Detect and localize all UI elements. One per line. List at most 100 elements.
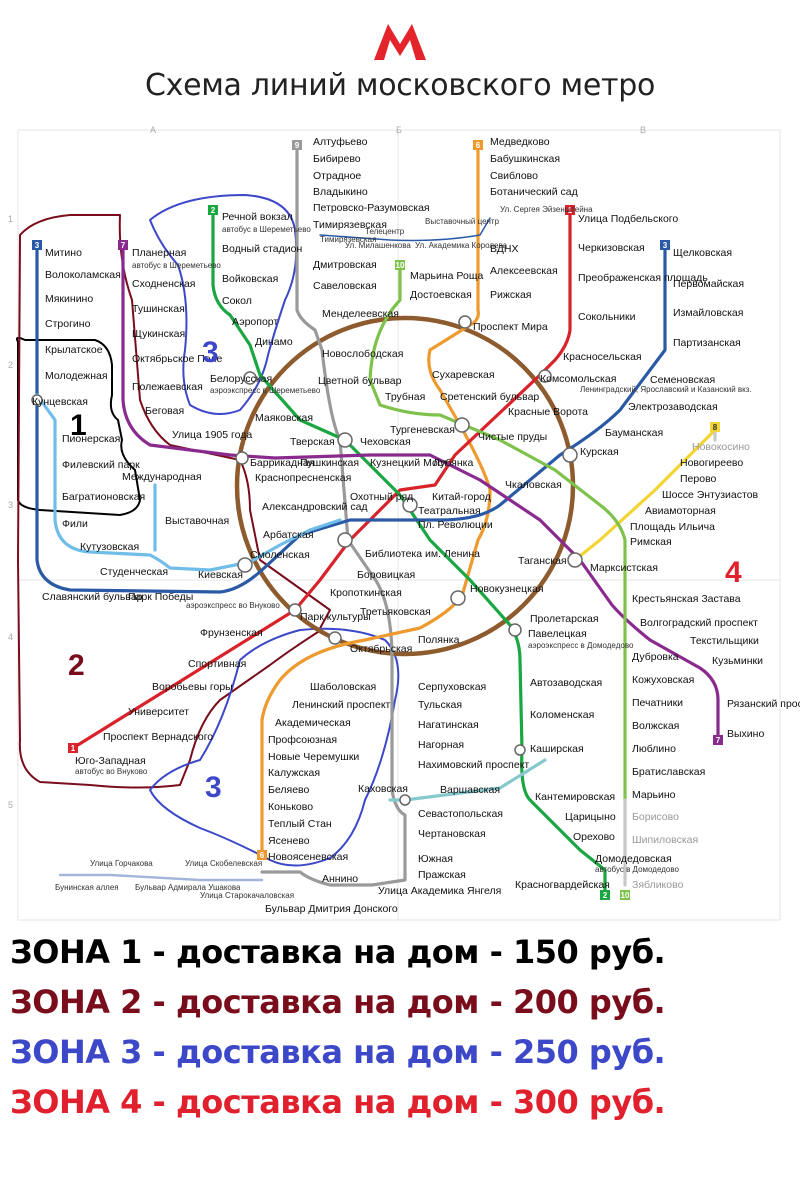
station-orekhovo: Орехово [573,831,615,843]
interchange-paveletskaya [508,623,522,637]
station-kuznetsky: Кузнецкий Мост [370,457,448,469]
station-studencheskaya: Студенческая [100,566,168,578]
station-kozhukhovskaya: Кожуховская [632,674,694,686]
station-bratislavskaya: Братиславская [632,766,705,778]
station-park-kultury: Парк культуры [300,611,371,623]
station-tretyakovskaya: Третьяковская [360,606,431,618]
price-zone-2: ЗОНА 2 - доставка на дом - 200 руб. [10,983,666,1021]
station-gorchakova: Улица Горчакова [90,859,153,868]
price-zone-4: ЗОНА 4 - доставка на дом - 300 руб. [10,1083,666,1121]
zone-3-label-north: 3 [202,336,219,369]
interchange-taganskaya [567,552,583,568]
line-badge-1: 1 [568,206,573,215]
station-kurskaya: Курская [580,446,619,458]
line-8-path [573,428,717,562]
station-lyublino: Люблино [632,743,676,755]
interchange-prospekt-mira [458,315,472,329]
station-arbatskaya: Арбатская [263,529,314,541]
station-krestyanskaya: Крестьянская Застава [632,593,741,605]
interchange-kurskaya [562,447,578,463]
line-badge-10b: 10 [621,891,630,900]
station-vernadskogo: Проспект Вернадского [103,731,213,743]
station-maryina-roshcha: Марьина Роща [410,270,483,282]
station-kropotkinskaya: Кропоткинская [330,587,402,599]
station-polyanka: Полянка [418,634,460,646]
zone-1-label: 1 [70,409,87,442]
station-domod-bus: автобус в Домодедово [595,865,680,874]
station-bibirevo: Бибирево [313,153,361,165]
metro-logo-icon [374,24,426,60]
station-ushakova: Бульвар Адмирала Ушакова [135,883,241,892]
station-krasnoselskaya: Красносельская [563,351,642,363]
station-aleksandrovsky: Александровский сад [262,501,368,513]
station-akademicheskaya: Академическая [275,717,351,729]
grid-label-4: 4 [8,632,13,642]
station-perovo: Перово [680,473,717,485]
station-mendeleevskaya: Менделеевская [322,308,399,320]
line-badge-3: 3 [35,241,40,250]
station-rizhskaya: Рижская [490,289,532,301]
station-tulskaya: Тульская [418,699,462,711]
station-mezhdunarodnaya: Международная [122,471,202,483]
station-trubnaya: Трубная [385,391,425,403]
station-planernaya: Планерная [132,247,186,259]
station-paveletskaya: Павелецкая [528,628,587,640]
station-zyablikovo: Зябликово [632,879,684,891]
station-aviamotornaya: Авиамоторная [645,505,716,517]
line-6-path [260,146,492,860]
line-badge-2b: 2 [603,891,608,900]
station-sokol: Сокол [222,295,252,307]
page-title: Схема линий московского метро [144,68,656,103]
station-prazhskaya: Пражская [418,869,466,881]
station-dmitriya-donskogo: Бульвар Дмитрия Донского [265,903,398,915]
station-yangelya: Улица Академика Янгеля [378,885,501,897]
station-dubrovka: Дубровка [632,651,679,663]
station-belorusskaya: Белорусская [210,373,272,385]
station-novoslobodskaya: Новослободская [322,348,403,360]
station-buninskaya: Бунинская аллея [55,883,119,892]
station-park-pobedy: Парк Победы [128,591,193,603]
station-partizanskaya: Партизанская [673,337,741,349]
line-1-path [71,208,572,750]
line-badge-9: 9 [295,141,300,150]
line-11-path [388,758,547,802]
zone-1-outline [15,336,141,516]
interchange-tretyakovskaya [450,590,466,606]
station-volokolamskaya: Волоколамская [45,269,121,281]
station-krasnopresnenskaya: Краснопресненская [255,472,351,484]
station-nagornaya: Нагорная [418,739,464,751]
interchange-chistye-prudy [454,417,470,433]
station-dmitrovskaya: Дмитровская [313,259,377,271]
station-krylatskoe: Крылатское [45,344,103,356]
station-aeroport: Аэропорт [232,316,278,328]
station-tsaritsyno: Царицыно [565,811,616,823]
station-vorobyovy: Воробьевы горы [152,681,233,693]
station-vladykino: Владыкино [313,186,368,198]
station-yugo-zapadnaya: Юго-Западная [75,755,146,767]
monorail-path [319,217,491,242]
line-badge-10: 10 [396,261,405,270]
station-volgogradsky: Волгоградский проспект [640,617,758,629]
station-cheremushki: Новые Черемушки [268,751,359,763]
station-vystavochnaya: Выставочная [165,515,229,527]
interchange-teatralnaya [402,497,418,513]
grid-label-5: 5 [8,800,13,810]
station-vodny: Водный стадион [222,243,302,255]
station-babushkinskaya: Бабушкинская [490,153,560,165]
station-rechnoy: Речной вокзал [222,211,293,223]
zone-3-outline-north [149,194,298,415]
station-oktyabrskaya: Октябрьская [350,643,412,655]
station-lubyanka: Лубянка [433,457,473,469]
station-kantemirovskaya: Кантемировская [535,791,615,803]
station-rechnoy-bus: автобус в Шереметьево [222,225,311,234]
station-novoyasenevskaya: Новоясеневская [268,851,348,863]
price-zone-3: ЗОНА 3 - доставка на дом - 250 руб. [10,1033,666,1071]
station-ryazansky: Рязанский проспект [727,698,800,710]
interchange-sevastopolskaya [399,794,411,806]
station-annino: Аннино [322,873,358,885]
station-podbelskogo: Улица Подбельского [578,213,678,225]
station-chertanovskaya: Чертановская [418,828,486,840]
line-badge-7b: 7 [716,736,721,745]
line-badge-7: 7 [121,241,126,250]
station-borisovo: Борисово [632,811,679,823]
